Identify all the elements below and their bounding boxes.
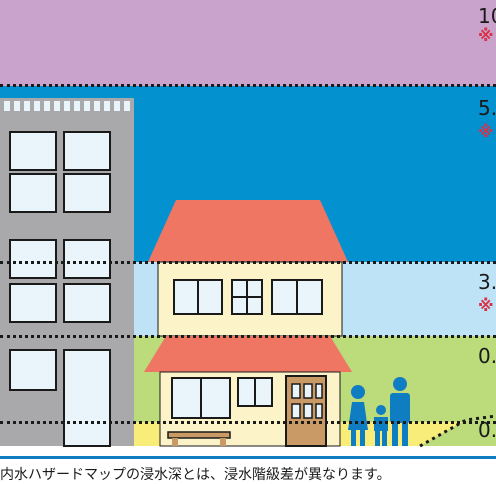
level-label-01: 0. bbox=[478, 418, 496, 442]
level-label-10: 10 bbox=[478, 4, 496, 28]
caption-text: 内水ハザードマップの浸水深とは、浸水階級差が異なります。 bbox=[0, 467, 391, 483]
flood-depth-illustration bbox=[0, 98, 496, 448]
level-note-10: ※ bbox=[478, 26, 494, 45]
level-note-3: ※ bbox=[478, 296, 494, 315]
band-white-gap bbox=[0, 446, 496, 456]
apartment-building bbox=[0, 98, 134, 447]
level-line-3 bbox=[0, 261, 496, 264]
level-label-3: 3. bbox=[478, 270, 496, 294]
level-label-05: 0. bbox=[478, 344, 496, 368]
level-note-5: ※ bbox=[478, 122, 494, 141]
level-line-top bbox=[0, 84, 496, 87]
family-figures bbox=[348, 377, 410, 446]
level-line-05 bbox=[0, 335, 496, 338]
two-story-house bbox=[144, 200, 352, 447]
level-line-01 bbox=[0, 421, 496, 424]
level-label-5: 5. bbox=[478, 96, 496, 120]
band-top-purple bbox=[0, 0, 496, 86]
caption-divider bbox=[0, 456, 496, 459]
